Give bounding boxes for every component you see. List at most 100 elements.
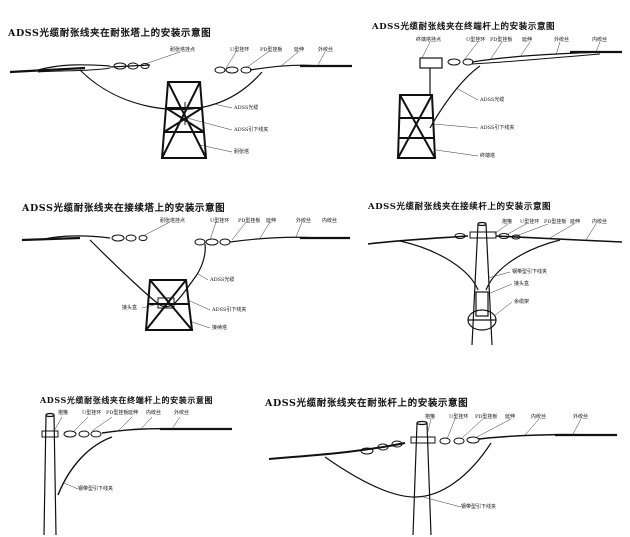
u-shackle	[63, 430, 102, 438]
callout-label: ADSS引下线夹	[212, 307, 247, 313]
panel-tension-tower: ADSS光缆耐张线夹在耐张塔上的安装示意图	[0, 0, 360, 175]
u-shackle-left	[360, 440, 403, 455]
splice-tower-structure	[144, 279, 194, 331]
concrete-pole	[43, 412, 57, 536]
callout-label: PD型挂板	[490, 37, 513, 43]
adss-cable-left	[268, 442, 406, 460]
callout-label: 终端塔挂点	[416, 37, 442, 43]
splice-pole-drawing	[367, 221, 623, 346]
terminal-tower-drawing	[396, 41, 622, 159]
concrete-pole	[412, 420, 432, 536]
tension-tower-drawing	[9, 51, 352, 159]
panel-title: ADSS光缆耐张线夹在接续杆上的安装示意图	[368, 202, 552, 212]
splice-enclosure	[475, 291, 489, 317]
adss-cable-loop	[324, 442, 492, 498]
callout-label: ADSS光缆	[234, 105, 259, 111]
callout-label: 内绞丝	[531, 414, 547, 420]
callout-label: 耐张塔	[234, 149, 250, 155]
preformed-grip-2	[471, 53, 601, 65]
callout-label: 外绞丝	[554, 37, 570, 43]
adss-down-lead	[429, 65, 481, 129]
callout-label: 接续塔	[212, 325, 228, 331]
callout-label: U型挂环	[82, 410, 102, 416]
panel-terminal-pole: ADSS光缆耐张线夹在终端杆上的安装示意图 抱箍 U型挂环 PD型挂板 延伸 内…	[0, 385, 250, 537]
pole-clamp	[41, 430, 59, 438]
tension-tower-structure	[160, 81, 208, 159]
callout-label: 外绞丝	[174, 410, 190, 416]
callout-label: 内绞丝	[322, 218, 338, 224]
callout-label: PD型挂板	[475, 414, 498, 420]
panel-splice-pole: ADSS光缆耐张线夹在接续杆上的安装示意图 抱箍 U型挂环 PD型挂板 延伸 内…	[360, 180, 630, 355]
callout-label: 钢带型引下线夹	[461, 504, 497, 510]
callout-label: 内绞丝	[146, 410, 162, 416]
callout-label: 耐张塔挂点	[170, 47, 196, 53]
down-lead-cable	[399, 239, 561, 291]
callout-label: U型挂环	[520, 219, 540, 225]
callout-label: 抱箍	[502, 219, 513, 225]
adss-cable-left	[21, 236, 81, 242]
u-shackle-left	[113, 62, 150, 70]
callout-label: ADSS光缆	[210, 277, 235, 283]
callout-label: 钢带型引下线夹	[512, 269, 548, 275]
callout-label: 延伸	[522, 37, 533, 43]
panel-title: ADSS光缆耐张线夹在耐张塔上的安装示意图	[8, 28, 212, 39]
callout-label: 外绞丝	[573, 414, 589, 420]
panel-tension-pole: ADSS光缆耐张线夹在耐张杆上的安装示意图 抱箍 U型挂环 PD型挂板 延伸 内…	[255, 385, 630, 537]
adss-cable-left	[9, 66, 86, 74]
callout-label: ADSS引下线夹	[234, 127, 269, 133]
callout-label: 钢带型引下线夹	[78, 486, 114, 492]
pole-clamp	[469, 231, 497, 239]
pole-clamp	[410, 436, 436, 444]
slack-storage-rack	[467, 309, 497, 331]
preformed-grip-left	[39, 235, 111, 241]
callout-label: 接头盒	[122, 305, 138, 311]
callout-label: PD型挂板	[106, 410, 129, 416]
panel-splice-tower: ADSS光缆耐张线夹在接续塔上的安装示意图 耐张塔挂点 U型挂环 PD型挂板 延…	[0, 180, 360, 355]
callout-label: U型挂环	[230, 47, 250, 53]
preformed-grip	[471, 51, 601, 63]
tension-pole-drawing	[268, 418, 617, 536]
callout-label: PD型挂板	[544, 219, 567, 225]
terminal-tower-structure	[396, 94, 437, 159]
callout-label: 内绞丝	[592, 219, 608, 225]
u-shackle-left	[111, 234, 148, 242]
panel-title: ADSS光缆耐张线夹在接续塔上的安装示意图	[22, 203, 226, 214]
panel-title: ADSS光缆耐张线夹在耐张杆上的安装示意图	[265, 398, 469, 409]
u-shackle-right	[194, 238, 231, 246]
callout-label: 延伸	[128, 410, 139, 416]
callout-label: PD型挂板	[260, 47, 283, 53]
callout-label: ADSS光缆	[480, 97, 505, 103]
callout-label: 内绞丝	[592, 37, 608, 43]
hardware-chain-left	[109, 64, 151, 68]
callout-label: 耐张塔挂点	[160, 218, 186, 224]
u-shackle-right	[214, 66, 252, 74]
adss-down-lead	[57, 436, 113, 496]
panel-title: ADSS光缆耐张线夹在终端杆上的安装示意图	[40, 395, 214, 405]
u-shackle-right	[439, 436, 480, 445]
splice-enclosure	[157, 297, 175, 309]
panel-terminal-tower: ADSS光缆耐张线夹在终端杆上的安装示意图 终端塔挂点 U型挂环 PD型挂板 延…	[360, 0, 630, 175]
panel-title: ADSS光缆耐张线夹在终端杆上的安装示意图	[372, 22, 556, 32]
preformed-grip-left-2	[37, 67, 111, 73]
callout-label: 延伸	[294, 47, 305, 53]
callout-label: U型挂环	[449, 414, 469, 420]
callout-label: 抱箍	[58, 410, 69, 416]
callout-label: 延伸	[505, 414, 516, 420]
callout-label: 抱箍	[425, 414, 436, 420]
callout-label: U型挂环	[466, 37, 486, 43]
adss-cable-right	[495, 235, 623, 243]
callout-label: 接头盒	[514, 281, 530, 287]
u-shackle	[447, 58, 474, 66]
callout-label: 外绞丝	[318, 47, 334, 53]
preformed-grip-left	[37, 64, 111, 71]
splice-tower-drawing	[21, 221, 350, 331]
callout-label: U型挂环	[210, 218, 230, 224]
callout-label: ADSS引下线夹	[480, 125, 515, 131]
crossarm-mount	[419, 57, 443, 95]
callout-label: 延伸	[266, 218, 277, 224]
callout-label: PD型挂板	[238, 218, 261, 224]
callout-label: 终端塔	[480, 153, 496, 159]
terminal-pole-drawing	[41, 412, 232, 536]
callout-label: 余缆架	[514, 299, 530, 305]
